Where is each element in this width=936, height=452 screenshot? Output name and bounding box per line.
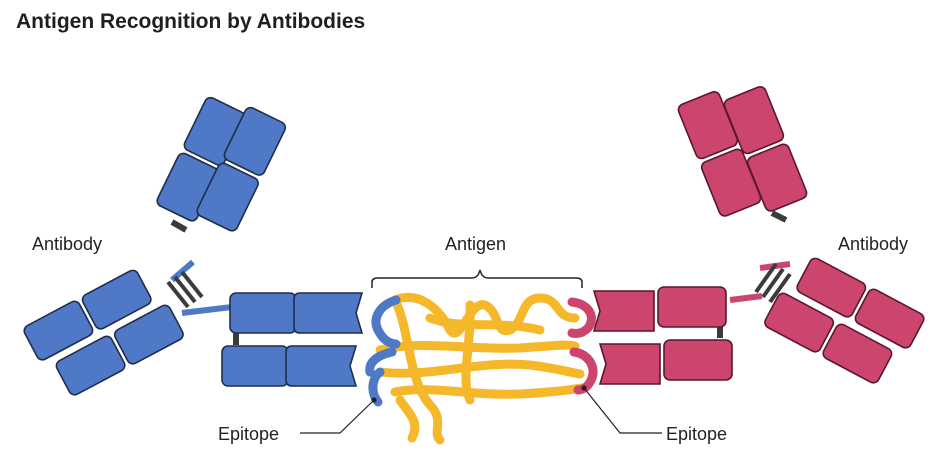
antibody-right-upper-light-domain-2 xyxy=(746,143,808,212)
antibody-left-arm-domain-1 xyxy=(229,292,297,334)
antibody-right-hinge-lower xyxy=(729,293,763,303)
antibody-left-hinge-lower xyxy=(181,304,233,316)
antibody-left xyxy=(23,96,364,396)
antibody-right-arm-domain-3 xyxy=(598,343,661,385)
antibody-left-arm-domain-2 xyxy=(293,292,364,334)
diagram-title: Antigen Recognition by Antibodies xyxy=(16,10,365,33)
antibody-left-binding-arm xyxy=(221,292,364,387)
antibody-left-upper-light-domain-2 xyxy=(196,162,259,232)
antibody-left-stem-domain-2 xyxy=(81,269,152,330)
antibody-left-upper-arm xyxy=(156,96,287,232)
antibody-left-stem xyxy=(23,269,184,396)
antibody-right-arm-domain-4 xyxy=(663,339,733,381)
label-antibody-right: Antibody xyxy=(838,234,908,254)
label-epitope-left: Epitope xyxy=(218,424,279,444)
antibody-left-light-bridge-upper xyxy=(170,219,188,233)
epitope-left-region xyxy=(365,295,401,407)
epitope-left-pointer xyxy=(300,399,375,434)
antigen-chain xyxy=(375,292,587,445)
antibody-right-binding-arm xyxy=(592,286,733,385)
antibody-left-arm-domain-4 xyxy=(285,345,358,387)
epitope-pointers xyxy=(300,385,662,434)
antibody-left-stem-domain-1 xyxy=(23,300,94,361)
antibody-right-upper-arm xyxy=(677,86,808,217)
antigen xyxy=(365,292,598,445)
antibody-right-stem xyxy=(764,257,925,384)
antigen-bracket xyxy=(371,269,583,288)
antibody-left-stem-domain-4 xyxy=(113,304,184,365)
antibody-right xyxy=(592,86,925,385)
label-antigen: Antigen xyxy=(445,234,506,254)
antibody-left-disulfide-bonds xyxy=(166,270,204,309)
epitope-right-pointer xyxy=(583,387,662,434)
antibody-right-stem-domain-3 xyxy=(764,292,835,353)
antibody-right-arm-domain-2 xyxy=(657,286,727,328)
antibody-right-upper-light-domain-1 xyxy=(723,86,785,155)
epitope-left-dot xyxy=(371,397,377,403)
epitope-right-dot xyxy=(581,385,587,391)
antibody-right-stem-domain-1 xyxy=(796,257,867,318)
label-antibody-left: Antibody xyxy=(32,234,102,254)
antibody-right-stem-domain-2 xyxy=(854,288,925,349)
antibody-right-light-bridge-upper xyxy=(770,210,788,223)
antibody-right-arm-domain-1 xyxy=(592,290,655,332)
antibody-right-stem-domain-4 xyxy=(822,323,893,384)
label-epitope-right: Epitope xyxy=(666,424,727,444)
antibody-right-disulfide-bonds xyxy=(754,262,792,304)
antibody-left-upper-light-domain-1 xyxy=(223,106,287,176)
antibody-left-arm-domain-3 xyxy=(221,345,289,387)
antibody-left-stem-domain-3 xyxy=(55,335,126,396)
